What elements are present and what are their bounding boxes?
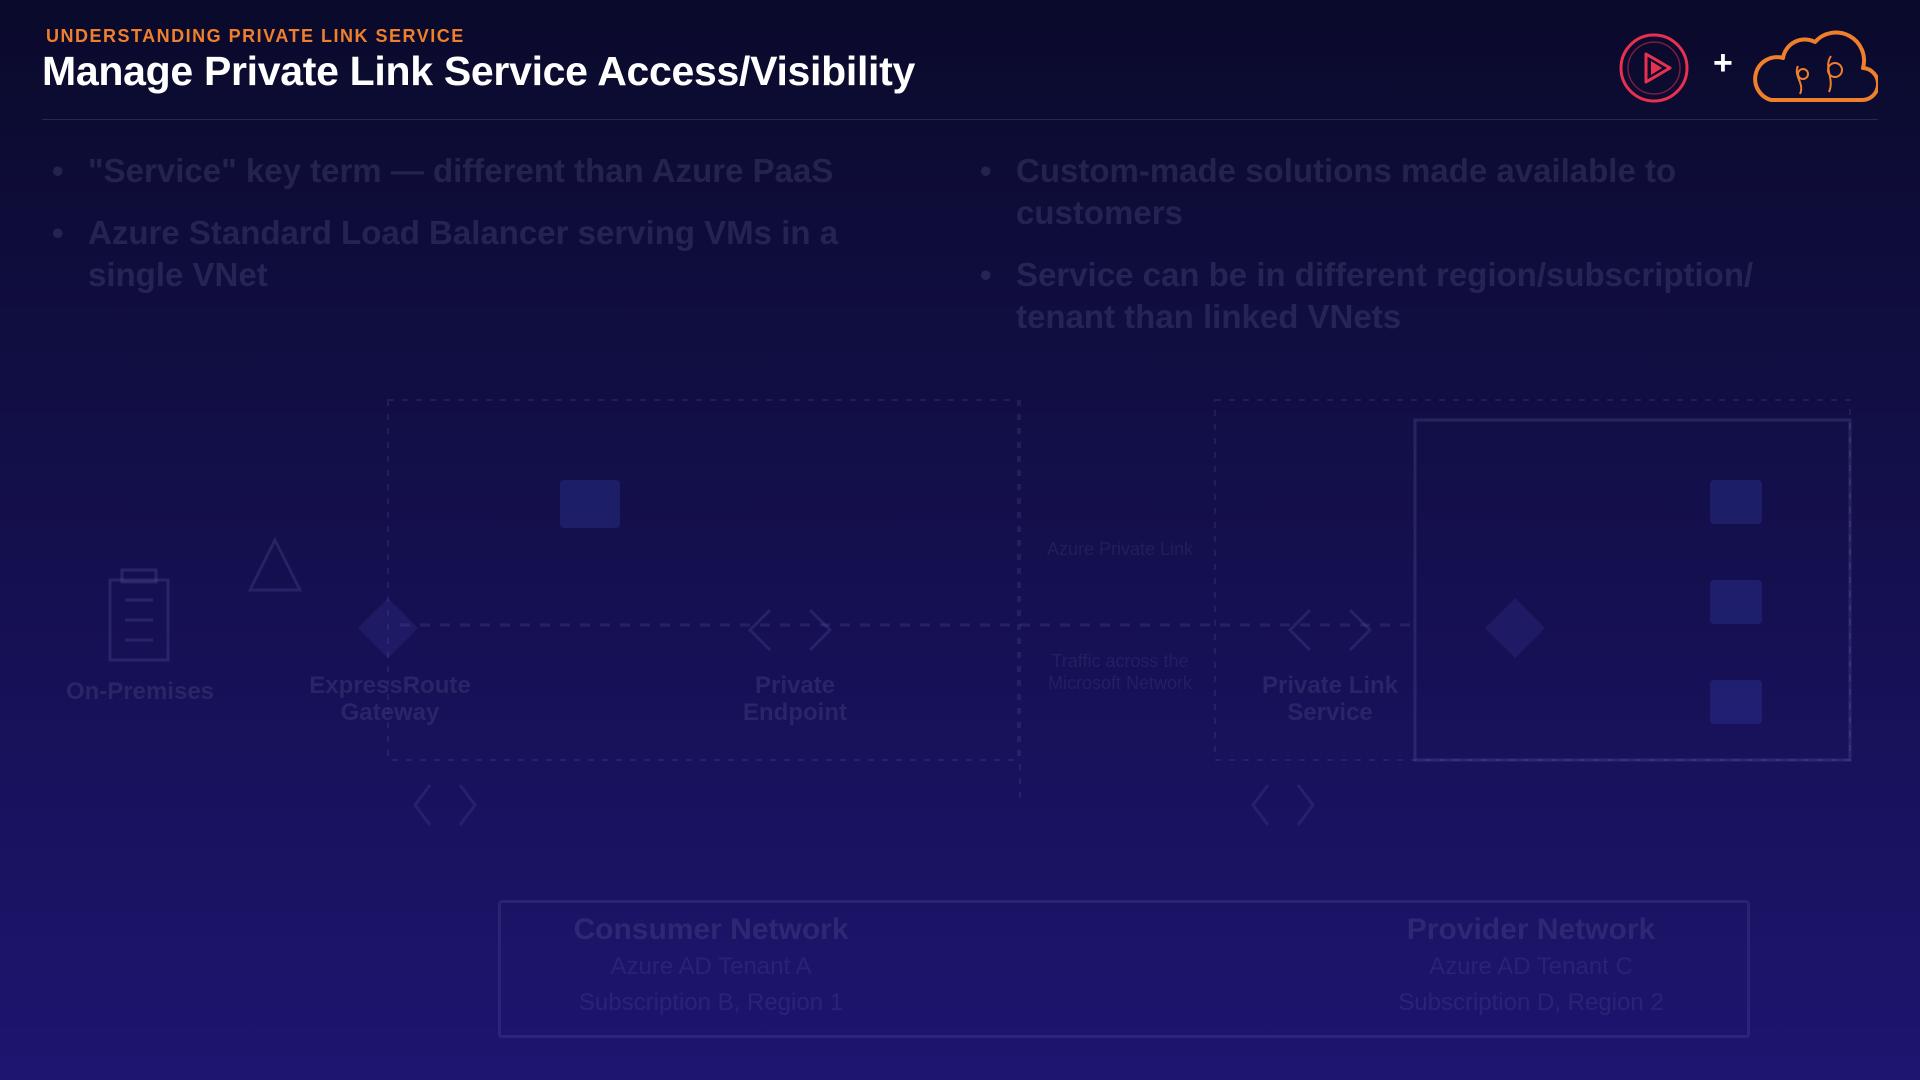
cloud-icon bbox=[1753, 30, 1878, 103]
provider-subscription: Subscription D, Region 2 bbox=[1398, 989, 1664, 1016]
bullet-list-right: Custom-made solutions made available to … bbox=[980, 150, 1810, 358]
backend-vm-icons bbox=[1710, 480, 1762, 724]
bullet-list-left: "Service" key term — different than Azur… bbox=[52, 150, 872, 316]
microsoft-network-label: Traffic across the Microsoft Network bbox=[1047, 651, 1193, 693]
bullet-item: Custom-made solutions made available to … bbox=[980, 150, 1810, 234]
plus-sign: + bbox=[1713, 44, 1733, 82]
private-link-service-label: Private Link Service bbox=[1261, 672, 1399, 726]
pluralsight-icon bbox=[1619, 33, 1689, 103]
vnet-icons bbox=[413, 784, 1315, 826]
building-icon bbox=[108, 568, 170, 662]
title-divider bbox=[42, 119, 1878, 120]
logos: + bbox=[1618, 28, 1878, 106]
private-link-icon bbox=[1287, 608, 1373, 652]
expressroute-gateway-label: ExpressRoute Gateway bbox=[309, 672, 471, 726]
bullet-item: Azure Standard Load Balancer serving VMs… bbox=[52, 212, 872, 296]
provider-network-name: Provider Network bbox=[1406, 913, 1656, 946]
endpoint-icon bbox=[747, 608, 833, 652]
consumer-tenant: Azure AD Tenant A bbox=[610, 953, 812, 980]
private-endpoint-label: Private Endpoint bbox=[743, 672, 847, 726]
provider-subnet-box bbox=[1413, 418, 1852, 762]
consumer-network-name: Consumer Network bbox=[573, 913, 849, 946]
triangle-icon bbox=[247, 536, 303, 592]
load-balancer-icon bbox=[1485, 598, 1545, 658]
eyebrow: UNDERSTANDING PRIVATE LINK SERVICE bbox=[46, 26, 465, 46]
bullet-item: Service can be in different region/subsc… bbox=[980, 254, 1810, 338]
on-premises-label: On-Premises bbox=[65, 678, 215, 705]
page-title: Manage Private Link Service Access/Visib… bbox=[42, 48, 916, 94]
bullet-item: "Service" key term — different than Azur… bbox=[52, 150, 872, 192]
provider-tenant: Azure AD Tenant C bbox=[1429, 953, 1633, 980]
gateway-icon bbox=[358, 598, 418, 658]
vm-icon bbox=[560, 480, 620, 528]
architecture-diagram: On-Premises ExpressRoute Gateway Private… bbox=[0, 380, 1920, 1040]
diagram-graphics bbox=[108, 399, 1852, 826]
consumer-subscription: Subscription B, Region 1 bbox=[578, 989, 844, 1016]
network-box: Consumer Network Azure AD Tenant A Subsc… bbox=[498, 900, 1750, 1038]
private-link-middle-label: Azure Private Link bbox=[1046, 539, 1194, 559]
